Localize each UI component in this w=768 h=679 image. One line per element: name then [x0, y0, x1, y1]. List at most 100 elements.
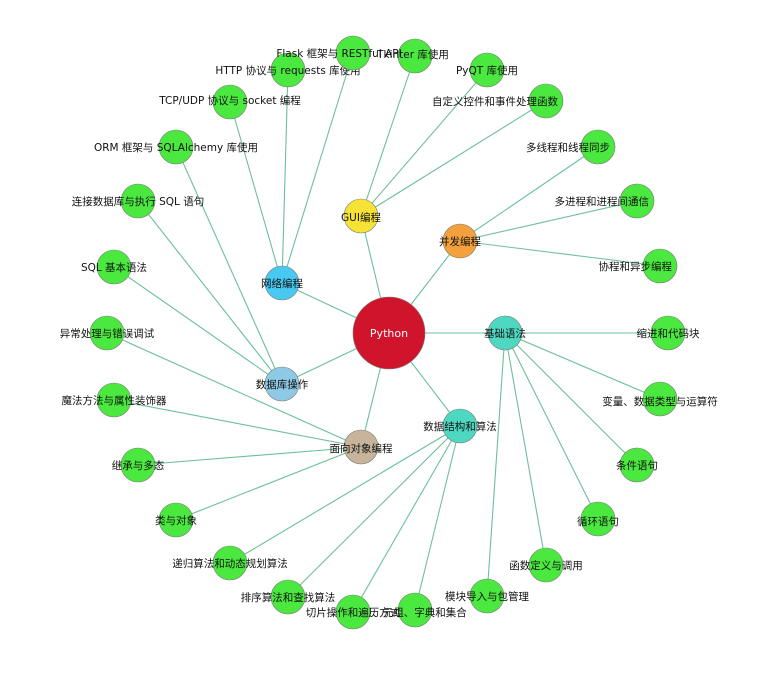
leaf-node-circle[interactable]	[619, 447, 655, 483]
leaf-node-l_tkinter[interactable]: Tkinter 库使用	[376, 38, 449, 74]
leaf-node-circle[interactable]	[158, 129, 194, 165]
leaf-node-circle[interactable]	[212, 84, 248, 120]
category-node-circle[interactable]	[487, 315, 523, 351]
leaf-node-l_async[interactable]: 协程和异步编程	[599, 248, 678, 284]
leaf-node-l_except[interactable]: 异常处理与错误调试	[60, 315, 155, 351]
category-node-ds[interactable]: 数据结构和算法	[423, 408, 497, 444]
edge-conc-l_async	[459, 240, 661, 267]
leaf-node-circle[interactable]	[580, 501, 616, 537]
leaf-node-label: 类与对象	[155, 514, 197, 527]
leaf-node-circle[interactable]	[528, 83, 564, 119]
edge-gui-l_tkinter	[360, 55, 416, 217]
leaf-node-circle[interactable]	[120, 447, 156, 483]
edge-net-l_http	[281, 69, 289, 284]
leaf-node-circle[interactable]	[580, 129, 616, 165]
leaf-node-circle[interactable]	[96, 382, 132, 418]
edge-gui-l_custom	[360, 100, 547, 217]
edge-ds-l_list	[414, 425, 461, 611]
leaf-node-label: 列表、元组、字典和集合	[351, 606, 467, 619]
leaf-node-l_indent[interactable]: 缩进和代码块	[637, 315, 700, 351]
leaf-node-circle[interactable]	[335, 594, 371, 630]
leaf-node-l_sort[interactable]: 排序算法和查找算法	[241, 579, 336, 615]
leaf-node-label: 协程和异步编程	[599, 260, 673, 273]
category-node-oop[interactable]: 面向对象编程	[330, 429, 393, 465]
leaf-node-circle[interactable]	[397, 592, 433, 628]
category-node-circle[interactable]	[264, 366, 300, 402]
leaf-node-circle[interactable]	[89, 315, 125, 351]
leaf-node-l_orm[interactable]: ORM 框架与 SQLAlchemy 库使用	[94, 129, 258, 165]
leaf-node-l_flask[interactable]: Flask 框架与 RESTful API	[276, 35, 402, 71]
leaf-node-l_tcp[interactable]: TCP/UDP 协议与 socket 编程	[158, 84, 301, 120]
leaf-node-label: 异常处理与错误调试	[60, 327, 155, 340]
leaf-node-circle[interactable]	[650, 315, 686, 351]
leaf-node-l_custom[interactable]: 自定义控件和事件处理函数	[432, 83, 564, 119]
category-node-gui[interactable]: GUI编程	[341, 198, 381, 234]
edge-oop-l_magic	[113, 399, 362, 448]
category-node-conc[interactable]: 并发编程	[439, 223, 481, 259]
category-node-circle[interactable]	[442, 408, 478, 444]
edge-conc-l_thread	[459, 146, 599, 242]
category-node-circle[interactable]	[343, 198, 379, 234]
leaf-node-l_thread[interactable]: 多线程和线程同步	[526, 129, 616, 165]
category-node-circle[interactable]	[442, 223, 478, 259]
leaf-node-circle[interactable]	[642, 248, 678, 284]
leaf-node-l_module[interactable]: 模块导入与包管理	[445, 578, 529, 614]
leaf-node-circle[interactable]	[212, 545, 248, 581]
edge-oop-l_inherit	[137, 446, 362, 466]
leaf-node-l_cond[interactable]: 条件语句	[616, 447, 658, 483]
leaf-node-label: HTTP 协议与 requests 库使用	[215, 64, 360, 77]
edge-conc-l_process	[459, 200, 638, 242]
root-node-label: Python	[370, 327, 408, 340]
leaf-node-label: 继承与多态	[112, 459, 165, 472]
leaf-node-label: TCP/UDP 协议与 socket 编程	[158, 94, 301, 107]
root-node-python[interactable]: Python	[352, 296, 426, 370]
category-node-label: 数据结构和算法	[423, 420, 497, 433]
leaf-node-l_sql[interactable]: SQL 基本语法	[81, 249, 147, 285]
leaf-node-label: Tkinter 库使用	[376, 48, 449, 61]
leaf-node-l_class[interactable]: 类与对象	[155, 502, 197, 538]
leaf-node-l_list[interactable]: 列表、元组、字典和集合	[351, 592, 467, 628]
leaf-node-circle[interactable]	[469, 578, 505, 614]
edge-oop-l_except	[106, 332, 362, 448]
category-node-basic[interactable]: 基础语法	[484, 315, 526, 351]
category-node-label: 并发编程	[439, 235, 481, 248]
leaf-node-circle[interactable]	[158, 502, 194, 538]
edge-basic-l_loop	[504, 332, 599, 520]
leaf-node-label: 排序算法和查找算法	[241, 591, 336, 604]
leaf-node-circle[interactable]	[642, 381, 678, 417]
leaf-node-l_process[interactable]: 多进程和进程间通信	[555, 183, 655, 219]
leaf-node-circle[interactable]	[619, 183, 655, 219]
category-node-circle[interactable]	[343, 429, 379, 465]
leaf-node-l_http[interactable]: HTTP 协议与 requests 库使用	[215, 52, 361, 88]
leaf-node-circle[interactable]	[335, 35, 371, 71]
leaf-node-l_pyqt[interactable]: PyQT 库使用	[456, 52, 518, 88]
edge-net-l_tcp	[229, 101, 283, 284]
leaf-node-circle[interactable]	[397, 38, 433, 74]
category-node-circle[interactable]	[264, 265, 300, 301]
edge-db-l_sql	[113, 266, 283, 385]
leaf-node-l_slice[interactable]: 切片操作和遍历方式	[306, 594, 401, 630]
category-node-net[interactable]: 网络编程	[261, 265, 303, 301]
leaf-node-l_connect[interactable]: 连接数据库与执行 SQL 语句	[72, 183, 204, 219]
leaf-node-circle[interactable]	[120, 183, 156, 219]
leaf-node-l_vars[interactable]: 变量、数据类型与运算符	[602, 381, 718, 417]
leaf-node-l_inherit[interactable]: 继承与多态	[112, 447, 165, 483]
leaf-node-l_loop[interactable]: 循环语句	[577, 501, 619, 537]
leaf-node-label: ORM 框架与 SQLAlchemy 库使用	[94, 141, 258, 154]
leaf-node-label: 切片操作和遍历方式	[306, 606, 401, 619]
category-node-db[interactable]: 数据库操作	[256, 366, 309, 402]
leaf-node-label: 多线程和线程同步	[526, 141, 610, 154]
leaf-node-circle[interactable]	[528, 547, 564, 583]
leaf-node-circle[interactable]	[270, 579, 306, 615]
edge-db-l_orm	[175, 146, 283, 385]
leaf-node-circle[interactable]	[270, 52, 306, 88]
leaf-node-circle[interactable]	[469, 52, 505, 88]
leaf-node-l_magic[interactable]: 魔法方法与属性装饰器	[62, 382, 167, 418]
leaf-node-circle[interactable]	[96, 249, 132, 285]
leaf-node-l_recur[interactable]: 递归算法和动态规划算法	[172, 545, 288, 581]
root-node-circle[interactable]	[352, 296, 426, 370]
leaf-node-l_func[interactable]: 函数定义与调用	[509, 547, 583, 583]
edge-ds-l_recur	[229, 425, 461, 564]
